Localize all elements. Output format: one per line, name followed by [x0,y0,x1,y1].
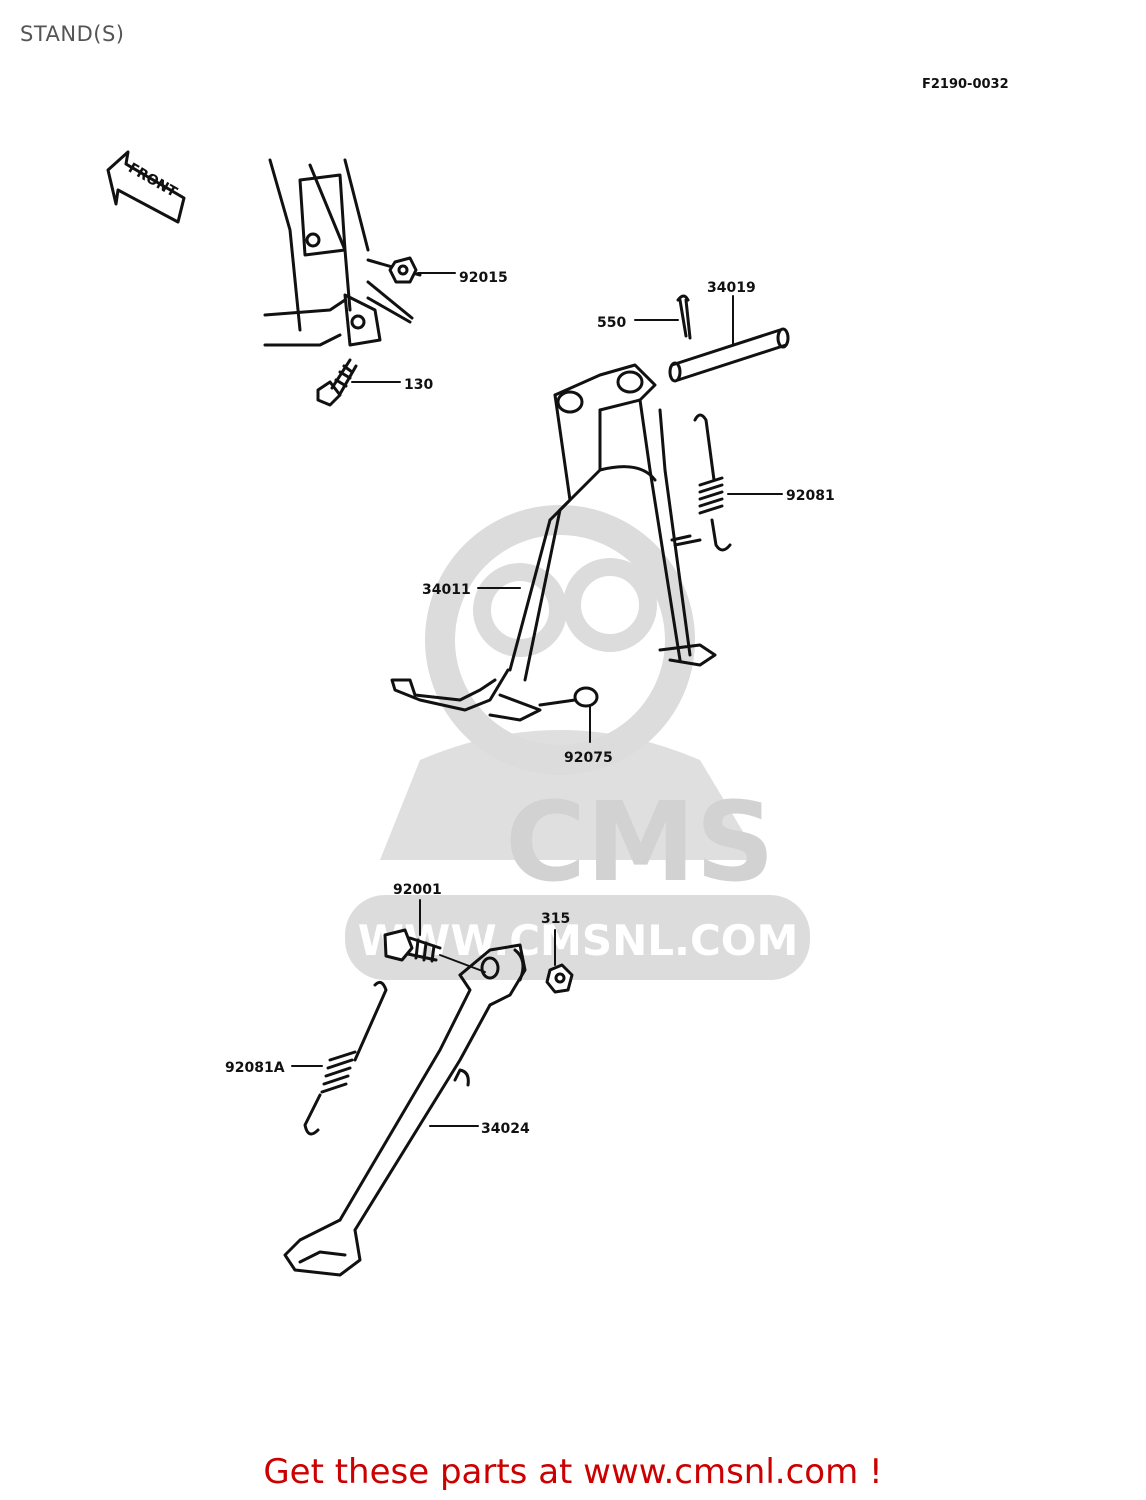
part-label-92081A: 92081A [225,1060,285,1076]
part-label-34019: 34019 [707,280,756,296]
part-92015-nut [388,256,456,284]
part-34024-side-stand [283,943,527,1277]
part-label-34011: 34011 [422,582,471,598]
part-130-bolt [316,358,401,407]
figure-code: F2190-0032 [922,77,1009,92]
part-label-34024: 34024 [481,1121,530,1137]
promo-link[interactable]: Get these parts at www.cmsnl.com ! [263,1452,883,1492]
part-34011-center-stand [390,363,717,722]
part-label-130: 130 [404,377,433,393]
part-550-cotter-pin [634,294,692,340]
part-label-92081: 92081 [786,488,835,504]
part-label-92015: 92015 [459,270,508,286]
part-label-315: 315 [541,911,570,927]
front-arrow-icon: FRONT [106,150,186,224]
watermark-brand: CMS [505,778,774,906]
part-label-550: 550 [597,315,626,331]
part-92081-spring [693,413,783,552]
part-92001-bolt [383,899,486,973]
frame-section [263,158,422,347]
part-label-92001: 92001 [393,882,442,898]
part-315-nut [545,929,574,994]
part-label-92075: 92075 [564,750,613,766]
part-92075-stopper [538,686,599,743]
page-title: STAND(S) [20,22,125,46]
part-92081A-spring [291,980,388,1136]
watermark-logo: CMS WWW.CMSNL.COM [345,505,810,980]
part-34019-pivot-pin [668,295,790,383]
